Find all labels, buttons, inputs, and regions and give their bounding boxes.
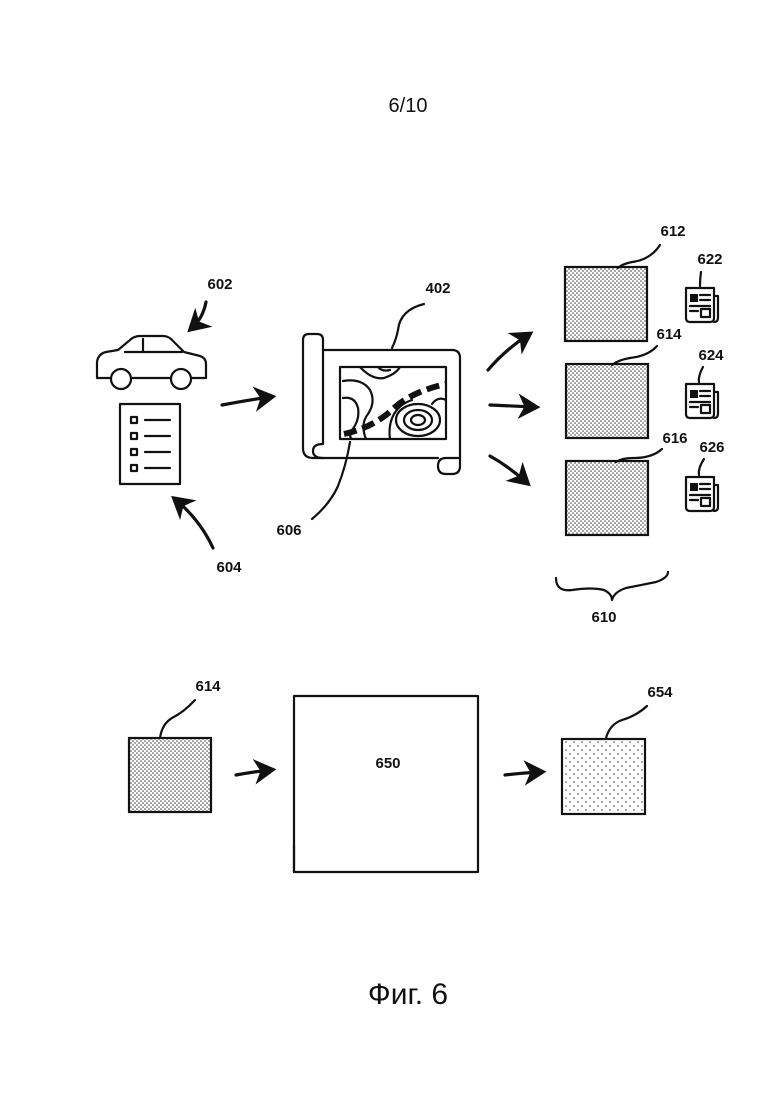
label-626: 626 [699,439,724,456]
label-606: 606 [276,522,301,539]
arrow-map-to-614 [490,405,534,407]
map-icon [303,334,460,474]
label-610: 610 [591,609,616,626]
label-616: 616 [662,430,687,447]
label-624: 624 [698,347,724,364]
label-654: 654 [647,684,673,701]
leader-614-bottom [160,700,195,738]
leader-606 [312,442,350,519]
output-square-612 [565,267,647,341]
label-402: 402 [425,280,450,297]
document-icon-626 [686,477,718,511]
leader-624 [699,367,703,382]
output-square-654 [562,739,645,814]
brace-610 [556,572,668,600]
output-square-616 [566,461,648,535]
label-602: 602 [207,276,232,293]
arrow-input-to-map [222,397,270,405]
label-612: 612 [660,223,685,240]
checklist-icon [120,404,180,484]
output-square-614 [566,364,648,438]
arrow-map-to-612 [488,335,528,370]
document-icon-624 [686,384,718,418]
document-icon-622 [686,288,718,322]
leader-612 [618,245,660,268]
label-650: 650 [375,755,400,772]
process-box-650 [294,696,478,872]
arrow-614-to-650 [236,770,270,775]
leader-402 [392,304,424,348]
input-square-614 [129,738,211,812]
leader-622 [700,272,701,286]
label-622: 622 [697,251,722,268]
label-614-bottom: 614 [195,678,221,695]
label-604: 604 [216,559,242,576]
leader-614 [612,346,657,365]
label-614: 614 [656,326,682,343]
arrow-650-to-654 [505,772,540,775]
leader-626 [699,459,704,475]
leader-654 [606,706,647,738]
leader-602 [192,302,206,328]
sheet-number: 6/10 [389,95,428,117]
car-icon [97,336,206,389]
leader-604 [176,500,213,548]
arrow-map-to-616 [490,456,526,482]
figure-caption: Фиг. 6 [368,978,448,1011]
